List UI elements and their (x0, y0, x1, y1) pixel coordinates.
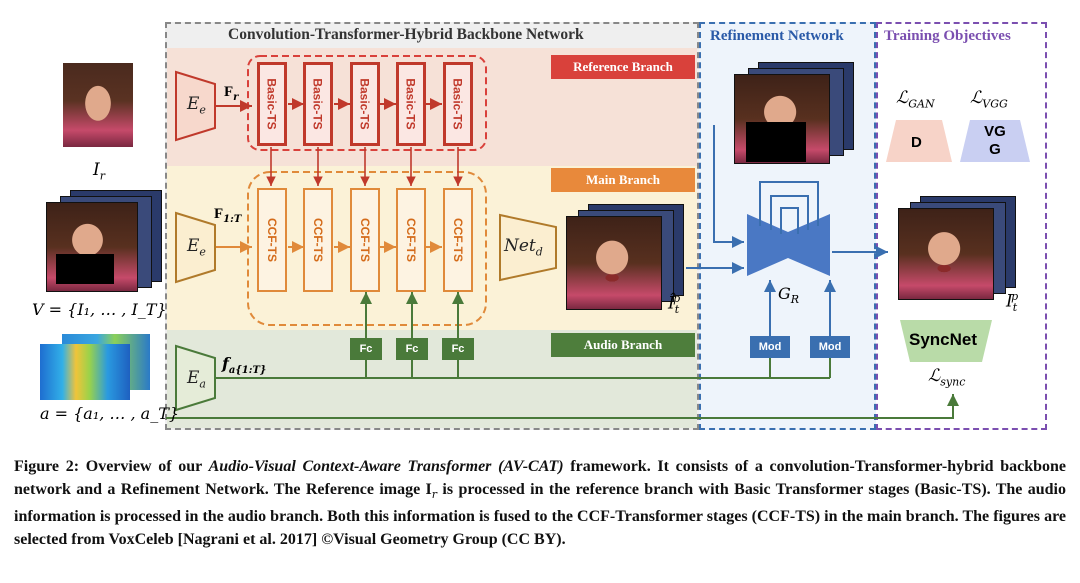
loss-vgg-label: ℒVGG (970, 88, 1008, 111)
ccf-ts-block-2: CCF-TS (303, 188, 333, 292)
basic-ts-block-2: Basic-TS (303, 62, 333, 146)
basic-ts-block-3: Basic-TS (350, 62, 380, 146)
reference-branch-tag: Reference Branch (551, 55, 695, 79)
mod-block-2: Mod (810, 336, 850, 358)
generator-label: GR (778, 284, 800, 307)
encoder-main-shape (175, 211, 216, 284)
fc-block-2: Fc (396, 338, 428, 360)
audio-spectrogram (40, 344, 130, 400)
syncnet-label: SyncNet (909, 330, 978, 349)
basic-ts-block-1: Basic-TS (257, 62, 287, 146)
vgg-label: VG G (984, 123, 1006, 158)
ccf-ts-block-1: CCF-TS (257, 188, 287, 292)
ccf-ts-block-4: CCF-TS (396, 188, 426, 292)
a-label: a = {a₁, … , a_T} (40, 404, 180, 423)
basic-ts-block-4: Basic-TS (396, 62, 426, 146)
output-face-stack (898, 208, 994, 300)
feature-ref-label: Fr (224, 84, 239, 103)
vgg-shape (960, 120, 1030, 162)
audio-branch-tag: Audio Branch (551, 333, 695, 357)
fc-block-3: Fc (442, 338, 474, 360)
mask-block (56, 254, 114, 284)
backbone-title: Convolution-Transformer-Hybrid Backbone … (228, 26, 584, 43)
encoder-ref-shape (175, 70, 216, 142)
encoder-main-label: Ee (187, 236, 206, 259)
ccf-ts-block-3: CCF-TS (350, 188, 380, 292)
reference-label: Ir (93, 160, 105, 183)
generated-face-stack (566, 216, 662, 310)
generated-face-label: Îtp (668, 292, 681, 317)
encoder-ref-label: Ee (187, 94, 206, 117)
figure-caption: Figure 2: Overview of our Audio-Visual C… (14, 458, 1067, 548)
encoder-audio-label: Ea (187, 368, 206, 391)
syncnet-shape (900, 320, 992, 362)
fc-block-1: Fc (350, 338, 382, 360)
discriminator-shape (886, 120, 952, 162)
refinement-title: Refinement Network (710, 28, 844, 44)
v-label: V = {I₁, … , I_T} (32, 300, 167, 319)
loss-sync-label: ℒsync (928, 366, 966, 389)
generator-shape (747, 214, 788, 276)
mod-block-1: Mod (750, 336, 790, 358)
ccf-ts-block-5: CCF-TS (443, 188, 473, 292)
encoder-audio-shape (175, 344, 216, 412)
reference-face-image (63, 63, 133, 147)
output-face-label: Itp (1006, 290, 1019, 315)
feature-main-label: F1:T (214, 206, 242, 225)
diagram-canvas (166, 55, 1030, 419)
training-title: Training Objectives (884, 28, 1011, 44)
discriminator-label: D (911, 134, 922, 151)
main-branch-tag: Main Branch (551, 168, 695, 192)
loss-gan-label: ℒGAN (896, 88, 935, 111)
net-d-shape (499, 213, 557, 282)
feature-audio-label: fa{1:T} (222, 354, 267, 377)
basic-ts-block-5: Basic-TS (443, 62, 473, 146)
net-d-label: Netd (504, 236, 543, 259)
